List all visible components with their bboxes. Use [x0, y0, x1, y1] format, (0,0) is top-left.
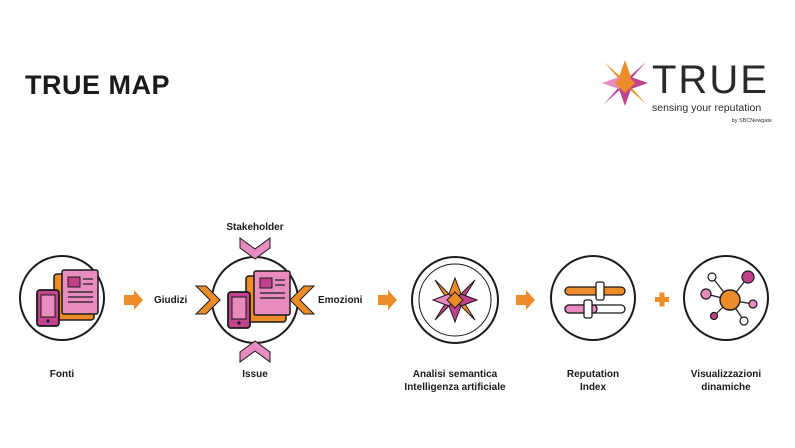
label-reputation: Reputation Index: [553, 368, 633, 394]
page-title: TRUE MAP: [25, 70, 170, 100]
chevron-right-icon: [194, 285, 221, 315]
label-issue: Issue: [242, 369, 268, 380]
logo-by: by SBCNewgate: [731, 118, 772, 124]
label-visual-line2: dinamiche: [701, 382, 751, 393]
label-analisi-line2: Intelligenza artificiale: [404, 382, 506, 393]
right-arrow-icon: [124, 290, 143, 310]
reputation-node-icon: [550, 255, 636, 341]
label-reputation-line1: Reputation: [566, 369, 620, 380]
logo-tagline: sensing your reputation: [652, 102, 762, 114]
label-giudizi: Giudizi: [154, 295, 188, 306]
label-reputation-line2: Index: [579, 382, 607, 393]
logo-word: TRUE: [652, 58, 769, 102]
label-fonti: Fonti: [49, 369, 75, 380]
visual-node-icon: [683, 255, 769, 341]
plus-icon: [655, 292, 669, 307]
label-visual: Visualizzazioni dinamiche: [680, 368, 772, 394]
label-analisi: Analisi semantica Intelligenza artificia…: [385, 368, 525, 394]
label-stakeholder: Stakeholder: [226, 222, 284, 233]
right-arrow-icon: [378, 290, 397, 310]
label-emozioni: Emozioni: [318, 295, 363, 306]
label-analisi-line1: Analisi semantica: [412, 369, 498, 380]
hub-node-icon: [211, 256, 299, 344]
analysis-node-icon: [411, 256, 499, 344]
true-logo-mark-icon: [602, 60, 648, 106]
label-visual-line1: Visualizzazioni: [690, 369, 762, 380]
chevron-up-icon: [239, 340, 271, 363]
fonti-node-icon: [19, 255, 105, 341]
right-arrow-icon: [516, 290, 535, 310]
true-logo: TRUE sensing your reputation by SBCNewga…: [600, 58, 780, 130]
chevron-down-icon: [239, 237, 271, 260]
chevron-left-icon: [289, 285, 316, 315]
